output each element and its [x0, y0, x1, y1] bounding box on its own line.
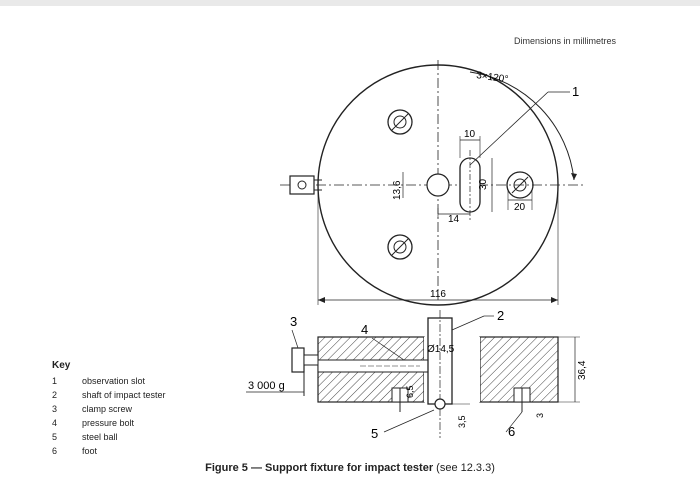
key-item: 3 clamp screw: [52, 402, 166, 416]
dim-bolt-diameter: Ø14,5: [427, 344, 455, 355]
dim-3-5: 3,5: [457, 415, 467, 428]
steel-ball: [434, 398, 446, 410]
key-item-number: 3: [52, 404, 58, 414]
foot-right: [513, 387, 531, 412]
callout-2: 2: [497, 308, 504, 323]
technical-drawing: 3×120° 1 10 30 14 20 13,6: [246, 60, 588, 441]
mass-label: 3 000 g: [248, 380, 285, 392]
key-item-number: 4: [52, 418, 58, 428]
clamp-screw: [291, 347, 305, 373]
previous-page-strip: [0, 0, 700, 6]
clamp-screw-head: [289, 175, 315, 195]
key-item: 2 shaft of impact tester: [52, 388, 166, 402]
section-view: 3 000 g 36,4 Ø14,5 6,5 3,5 3: [246, 308, 588, 441]
dim-6-5: 6,5: [405, 385, 415, 398]
callout-5: 5: [371, 426, 378, 441]
callout-3: 3: [290, 314, 297, 329]
key-item-text: observation slot: [82, 376, 146, 386]
dimensions-note: Dimensions in millimetres: [513, 36, 616, 46]
key-item-number: 5: [52, 432, 58, 442]
key-item-text: pressure bolt: [82, 418, 135, 428]
foot-mark-upper: [387, 109, 413, 135]
foot-left: [391, 387, 409, 412]
top-view: 3×120° 1 10 30 14 20 13,6: [280, 60, 585, 306]
foot-mark-right: [506, 171, 534, 199]
figure-caption-reference: (see 12.3.3): [433, 462, 495, 474]
key-item: 6 foot: [52, 444, 166, 458]
dim-hole-20: 20: [514, 202, 526, 213]
callout-6: 6: [508, 424, 515, 439]
key-title: Key: [52, 360, 71, 371]
callout-1: 1: [572, 84, 579, 99]
key-item: 5 steel ball: [52, 430, 166, 444]
key-item-text: shaft of impact tester: [82, 390, 166, 400]
dim-height-13-6: 13,6: [392, 180, 403, 200]
key-item-text: clamp screw: [82, 404, 133, 414]
dim-diameter-116: 116: [430, 289, 446, 300]
dim-slot-length: 30: [478, 178, 489, 190]
key-item-text: steel ball: [82, 432, 118, 442]
key-legend: Key 1 observation slot 2 shaft of impact…: [52, 360, 166, 458]
angle-arc: [469, 71, 575, 181]
key-item: 4 pressure bolt: [52, 416, 166, 430]
key-item-number: 2: [52, 390, 58, 400]
angle-label: 3×120°: [476, 70, 509, 85]
impact-shaft: [427, 317, 453, 405]
foot-mark-lower: [387, 234, 413, 260]
key-item-text: foot: [82, 446, 98, 456]
key-item-number: 1: [52, 376, 58, 386]
figure-caption-title: Figure 5 — Support fixture for impact te…: [205, 462, 434, 474]
dim-height-36-4: 36,4: [577, 360, 588, 380]
centre-hole: [426, 173, 450, 197]
key-item: 1 observation slot: [52, 374, 166, 388]
dim-3: 3: [535, 413, 545, 418]
key-item-number: 6: [52, 446, 58, 456]
dim-slot-width: 10: [464, 129, 476, 140]
figure-caption: Figure 5 — Support fixture for impact te…: [0, 462, 700, 474]
callout-4: 4: [361, 322, 368, 337]
clamp-screw-hole: [297, 180, 307, 190]
callout-leader-1: [469, 91, 549, 166]
dim-offset-14: 14: [448, 214, 460, 225]
